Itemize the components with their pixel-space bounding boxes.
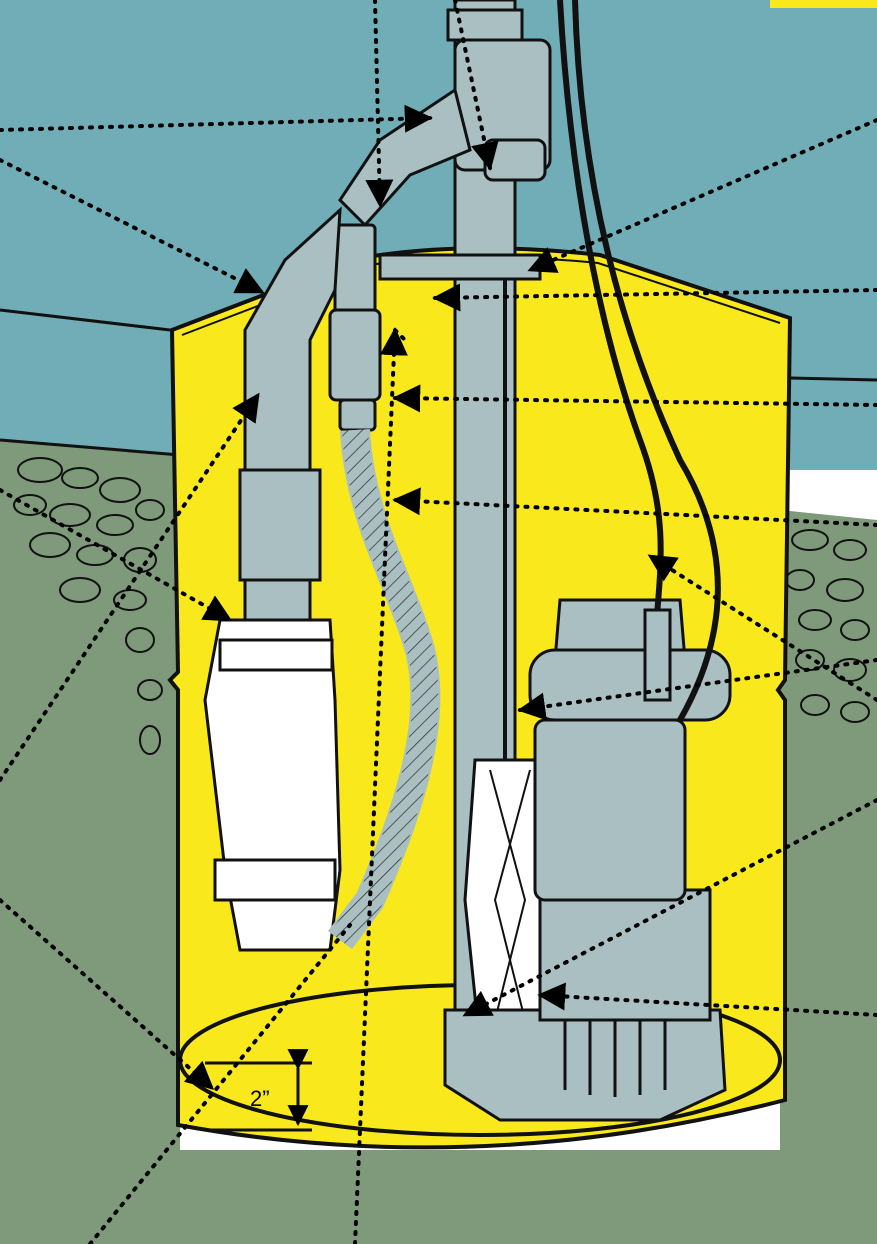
sump-lid-corner-tab xyxy=(770,0,877,8)
float-switch-facets xyxy=(489,769,531,1041)
dimension-2-inch: 2” xyxy=(205,1049,312,1132)
main-pump-base-fins xyxy=(563,1020,667,1097)
backup-pump-hose-mesh xyxy=(329,429,439,948)
floor-edge-line-right xyxy=(789,376,877,382)
cord-plug-strain-relief xyxy=(643,608,672,702)
backup-pipe-coupling xyxy=(238,468,322,582)
discharge-pipe-coupling xyxy=(446,8,524,42)
float-switch-bracket xyxy=(378,253,542,281)
backup-pump xyxy=(203,618,342,952)
dimension-label: 2” xyxy=(250,1086,270,1111)
soil-bottom xyxy=(0,1150,877,1244)
gravel-bed-left xyxy=(13,457,165,755)
floor-edge-line xyxy=(0,308,171,332)
soil-ground-right xyxy=(780,510,877,1244)
check-valve-fittings xyxy=(328,223,382,432)
gravel-bed-right xyxy=(785,529,870,723)
pump-power-cord-2 xyxy=(572,0,721,722)
ground-edge-line xyxy=(0,438,181,457)
basement-floor-slab xyxy=(0,310,170,440)
